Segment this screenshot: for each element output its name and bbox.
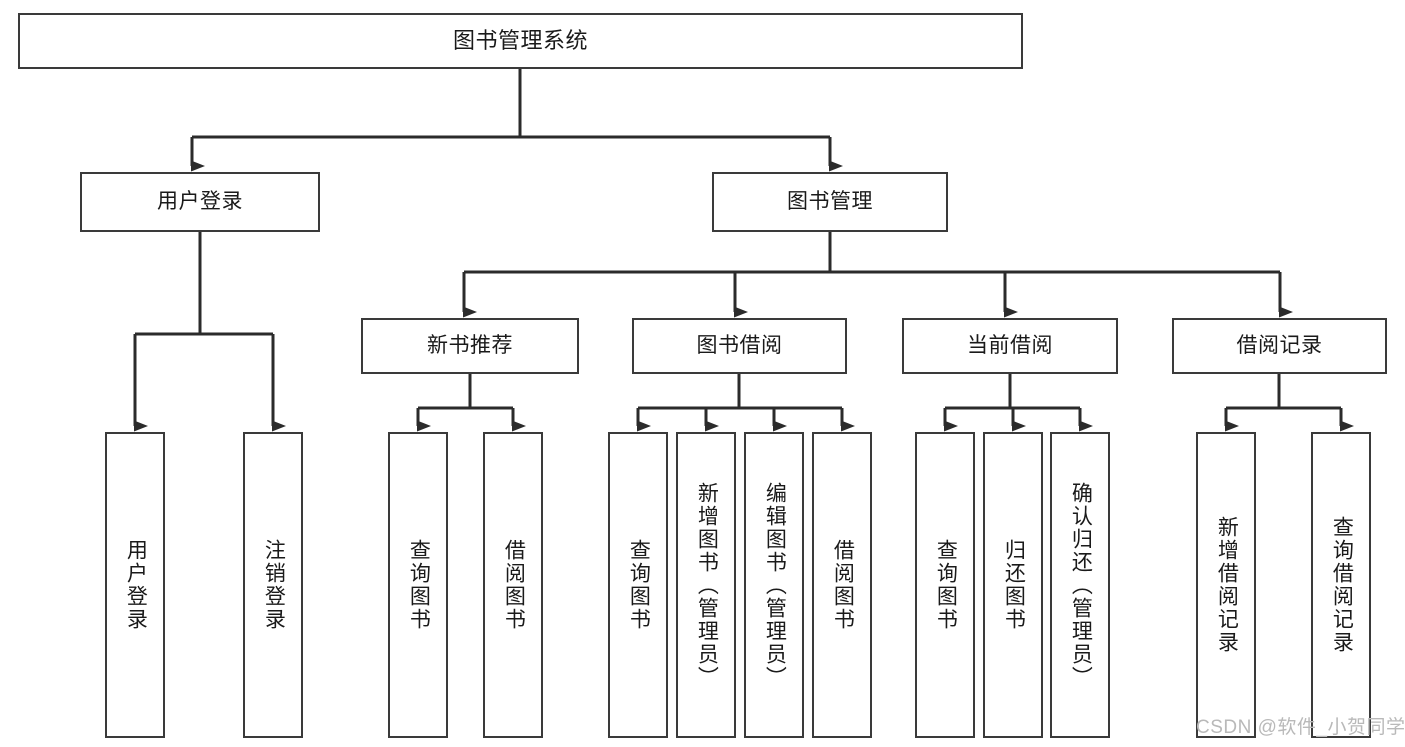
node-current-borrow-label: 当前借阅 <box>967 334 1053 358</box>
node-leaf-query-record-label: 查询借阅记录 <box>1330 516 1354 654</box>
node-book-manage[interactable]: 图书管理 <box>712 172 948 232</box>
node-current-borrow[interactable]: 当前借阅 <box>902 318 1118 374</box>
node-leaf-confirm-return-label: 确认归还（管理员） <box>1069 481 1093 689</box>
node-leaf-borrow-book-2[interactable]: 借阅图书 <box>812 432 872 738</box>
node-leaf-query-book-3[interactable]: 查询图书 <box>915 432 975 738</box>
node-leaf-confirm-return[interactable]: 确认归还（管理员） <box>1050 432 1110 738</box>
node-book-borrow[interactable]: 图书借阅 <box>632 318 847 374</box>
node-user-login[interactable]: 用户登录 <box>80 172 320 232</box>
node-leaf-logout[interactable]: 注销登录 <box>243 432 303 738</box>
node-leaf-return-book-label: 归还图书 <box>1002 539 1026 631</box>
node-borrow-record[interactable]: 借阅记录 <box>1172 318 1387 374</box>
node-leaf-add-record[interactable]: 新增借阅记录 <box>1196 432 1256 738</box>
node-leaf-borrow-book-1-label: 借阅图书 <box>502 539 526 631</box>
node-leaf-borrow-book-1[interactable]: 借阅图书 <box>483 432 543 738</box>
node-user-login-label: 用户登录 <box>157 190 243 214</box>
node-book-manage-label: 图书管理 <box>787 190 873 214</box>
node-leaf-query-book-2-label: 查询图书 <box>627 539 651 631</box>
node-root[interactable]: 图书管理系统 <box>18 13 1023 69</box>
node-leaf-return-book[interactable]: 归还图书 <box>983 432 1043 738</box>
node-book-borrow-label: 图书借阅 <box>696 334 783 358</box>
node-leaf-query-book-2[interactable]: 查询图书 <box>608 432 668 738</box>
node-leaf-add-book-label: 新增图书（管理员） <box>695 481 719 689</box>
node-new-book-rec[interactable]: 新书推荐 <box>361 318 579 374</box>
node-leaf-edit-book[interactable]: 编辑图书（管理员） <box>744 432 804 738</box>
node-leaf-borrow-book-2-label: 借阅图书 <box>831 539 855 631</box>
node-new-book-rec-label: 新书推荐 <box>427 334 513 358</box>
node-leaf-user-login[interactable]: 用户登录 <box>105 432 165 738</box>
node-leaf-logout-label: 注销登录 <box>262 539 286 631</box>
node-leaf-query-book-3-label: 查询图书 <box>934 539 958 631</box>
node-borrow-record-label: 借阅记录 <box>1236 334 1323 358</box>
node-leaf-add-book[interactable]: 新增图书（管理员） <box>676 432 736 738</box>
node-leaf-query-book-1[interactable]: 查询图书 <box>388 432 448 738</box>
node-leaf-query-book-1-label: 查询图书 <box>407 539 431 631</box>
node-leaf-add-record-label: 新增借阅记录 <box>1215 516 1239 654</box>
node-leaf-edit-book-label: 编辑图书（管理员） <box>763 481 787 689</box>
node-root-label: 图书管理系统 <box>452 27 588 53</box>
node-leaf-query-record[interactable]: 查询借阅记录 <box>1311 432 1371 738</box>
node-leaf-user-login-label: 用户登录 <box>124 539 148 631</box>
